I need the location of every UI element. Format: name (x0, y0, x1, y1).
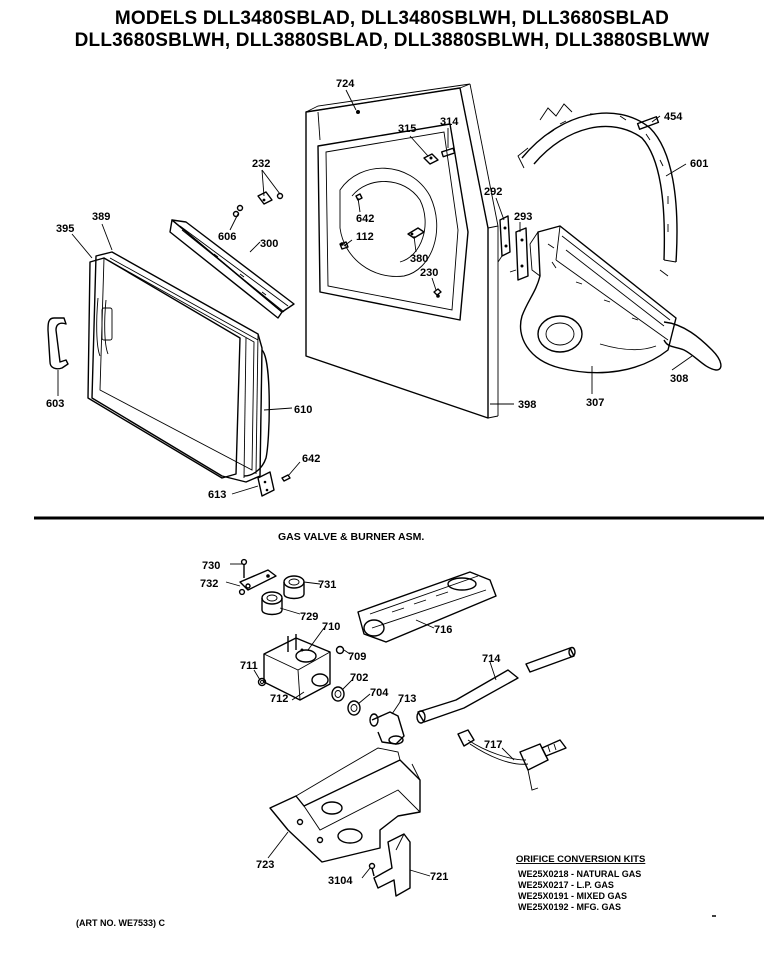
callout-603: 603 (46, 398, 64, 410)
bracket-721 (373, 833, 411, 897)
screw-230 (433, 288, 442, 296)
callout-601: 601 (690, 158, 708, 170)
upper-leader-lines (57, 89, 693, 495)
orifice-kit-item: WE25X0192 - MFG. GAS (518, 902, 621, 912)
orifice-kit-item: WE25X0191 - MIXED GAS (518, 891, 627, 901)
door-gasket-610 (243, 349, 270, 477)
callout-704: 704 (370, 687, 389, 699)
fitting-702 (331, 686, 345, 702)
fitting-704 (347, 700, 361, 716)
lower-leader-lines (225, 563, 515, 879)
burner-bracket-723 (269, 747, 421, 863)
screw-3104 (368, 862, 376, 877)
callout-398: 398 (518, 399, 536, 411)
section-title: GAS VALVE & BURNER ASM. (278, 531, 424, 543)
burner-716 (357, 571, 497, 643)
callout-642-upper: 642 (356, 213, 374, 225)
front-panel-398 (305, 83, 499, 419)
callout-300: 300 (260, 238, 278, 250)
clip-314 (440, 147, 456, 158)
gas-valve-710 (263, 634, 331, 701)
coil-729 (261, 591, 283, 616)
callout-713: 713 (398, 693, 416, 705)
callout-702: 702 (350, 672, 368, 684)
callout-315: 315 (398, 123, 416, 135)
callout-723: 723 (256, 859, 274, 871)
screw-642-upper (355, 193, 363, 201)
callout-395: 395 (56, 223, 74, 235)
callout-606: 606 (218, 231, 236, 243)
callout-307: 307 (586, 397, 604, 409)
hinge-232 (257, 191, 284, 205)
handle-603 (47, 317, 69, 370)
screw-112 (339, 241, 349, 250)
callout-380: 380 (410, 253, 428, 265)
callout-292: 292 (484, 186, 502, 198)
callout-293: 293 (514, 211, 532, 223)
clip-315 (423, 153, 439, 165)
screw-642-lower (281, 474, 291, 482)
orifice-kits-list: ORIFICE CONVERSION KITS WE25X0218 - NATU… (516, 854, 645, 912)
coil-731 (283, 575, 305, 600)
orifice-kit-item: WE25X0218 - NATURAL GAS (518, 869, 641, 879)
plug-709 (335, 645, 345, 655)
hinge-613 (257, 471, 275, 497)
callout-711: 711 (240, 660, 258, 672)
callout-714: 714 (482, 653, 501, 665)
callout-314: 314 (440, 116, 459, 128)
screw-730 (240, 558, 248, 578)
seal-308 (663, 321, 722, 371)
callout-112: 112 (356, 231, 374, 243)
screw-606 (232, 204, 244, 218)
callout-716: 716 (434, 624, 452, 636)
callout-721: 721 (430, 871, 448, 883)
elbow-713 (369, 711, 405, 745)
callout-717: 717 (484, 739, 502, 751)
callout-610: 610 (294, 404, 312, 416)
callout-613: 613 (208, 489, 226, 501)
callout-642-lower: 642 (302, 453, 320, 465)
hinge-380 (407, 227, 425, 239)
orifice-kit-item: WE25X0217 - L.P. GAS (518, 880, 614, 890)
callout-389: 389 (92, 211, 110, 223)
callout-729: 729 (300, 611, 318, 623)
callout-710: 710 (322, 621, 340, 633)
callout-308: 308 (670, 373, 688, 385)
tube-714 (416, 646, 576, 724)
callout-712: 712 (270, 693, 288, 705)
bracket-293 (509, 227, 529, 281)
orifice-kits-heading: ORIFICE CONVERSION KITS (516, 854, 645, 865)
title-line-2: DLL3680SBLWH, DLL3880SBLAD, DLL3880SBLWH… (74, 30, 710, 51)
title-line-1: MODELS DLL3480SBLAD, DLL3480SBLWH, DLL36… (114, 8, 670, 29)
duct-307 (519, 225, 677, 374)
callout-232: 232 (252, 158, 270, 170)
door-panel-389 (91, 251, 263, 483)
callout-454: 454 (664, 111, 683, 123)
bracket-732 (238, 569, 277, 596)
art-number: (ART NO. WE7533) C (76, 918, 166, 928)
callout-709: 709 (348, 651, 366, 663)
igniter-717 (457, 729, 567, 791)
callout-731: 731 (318, 579, 336, 591)
door-395 (87, 257, 241, 479)
plug-711 (257, 677, 267, 687)
duct-bracket-601 (517, 103, 678, 277)
door-inner-panel-300 (169, 219, 295, 319)
callout-230: 230 (420, 267, 438, 279)
callout-3104: 3104 (328, 875, 353, 887)
callout-730: 730 (202, 560, 220, 572)
bracket-292 (497, 215, 511, 263)
callout-724: 724 (336, 78, 355, 90)
callout-732: 732 (200, 578, 218, 590)
